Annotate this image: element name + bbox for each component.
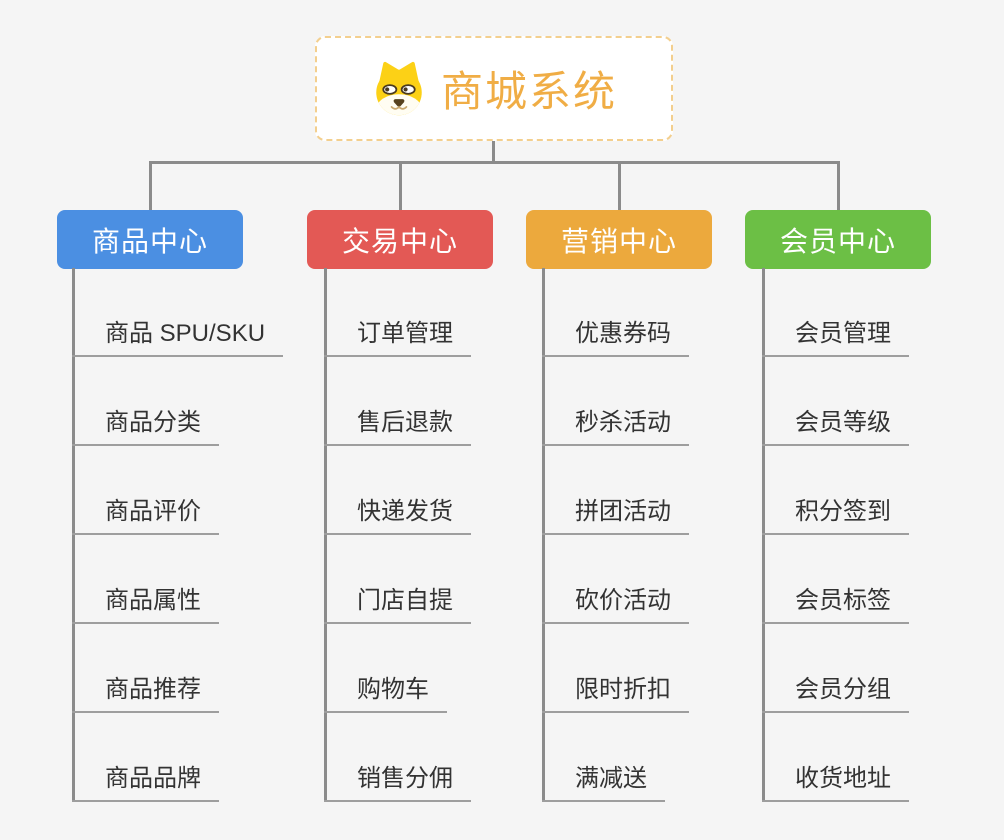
leaf-node[interactable]: 拼团活动	[542, 495, 689, 535]
leaf-node[interactable]: 会员管理	[762, 317, 909, 357]
branch-node-marketing-center[interactable]: 营销中心	[526, 210, 712, 269]
leaf-node[interactable]: 会员标签	[762, 584, 909, 624]
leaf-node[interactable]: 商品推荐	[72, 673, 219, 713]
root-title: 商城系统	[440, 68, 617, 115]
leaf-node[interactable]: 商品评价	[72, 495, 219, 535]
root-node[interactable]: 商城系统	[315, 36, 673, 141]
leaf-node[interactable]: 会员等级	[762, 406, 909, 446]
leaf-node[interactable]: 积分签到	[762, 495, 909, 535]
leaf-node[interactable]: 购物车	[324, 673, 447, 713]
leaf-node[interactable]: 快递发货	[324, 495, 471, 535]
branch-column-member: 会员管理 会员等级 积分签到 会员标签 会员分组 收货地址	[762, 268, 992, 802]
connector-drop-3	[618, 161, 621, 210]
leaf-node[interactable]: 满减送	[542, 762, 665, 802]
leaf-node[interactable]: 秒杀活动	[542, 406, 689, 446]
leaf-node[interactable]: 商品品牌	[72, 762, 219, 802]
branch-node-member-center[interactable]: 会员中心	[745, 210, 931, 269]
branch-column-marketing: 优惠券码 秒杀活动 拼团活动 砍价活动 限时折扣 满减送	[542, 268, 772, 802]
dog-icon	[376, 61, 422, 115]
branch-column-trade: 订单管理 售后退款 快递发货 门店自提 购物车 销售分佣	[324, 268, 554, 802]
branch-node-trade-center[interactable]: 交易中心	[307, 210, 493, 269]
connector-root-stub	[492, 141, 495, 162]
connector-horizontal	[149, 161, 839, 164]
leaf-node[interactable]: 门店自提	[324, 584, 471, 624]
leaf-node[interactable]: 限时折扣	[542, 673, 689, 713]
leaf-node[interactable]: 商品属性	[72, 584, 219, 624]
leaf-node[interactable]: 订单管理	[324, 317, 471, 357]
branch-column-product: 商品 SPU/SKU 商品分类 商品评价 商品属性 商品推荐 商品品牌	[72, 268, 302, 802]
leaf-node[interactable]: 收货地址	[762, 762, 909, 802]
leaf-node[interactable]: 砍价活动	[542, 584, 689, 624]
leaf-node[interactable]: 优惠券码	[542, 317, 689, 357]
connector-drop-1	[149, 161, 152, 210]
leaf-node[interactable]: 商品 SPU/SKU	[72, 317, 284, 357]
leaf-node[interactable]: 售后退款	[324, 406, 471, 446]
leaf-node[interactable]: 销售分佣	[324, 762, 471, 802]
connector-drop-2	[399, 161, 402, 210]
connector-drop-4	[837, 161, 840, 210]
branch-node-product-center[interactable]: 商品中心	[57, 210, 243, 269]
leaf-node[interactable]: 商品分类	[72, 406, 219, 446]
leaf-node[interactable]: 会员分组	[762, 673, 909, 713]
